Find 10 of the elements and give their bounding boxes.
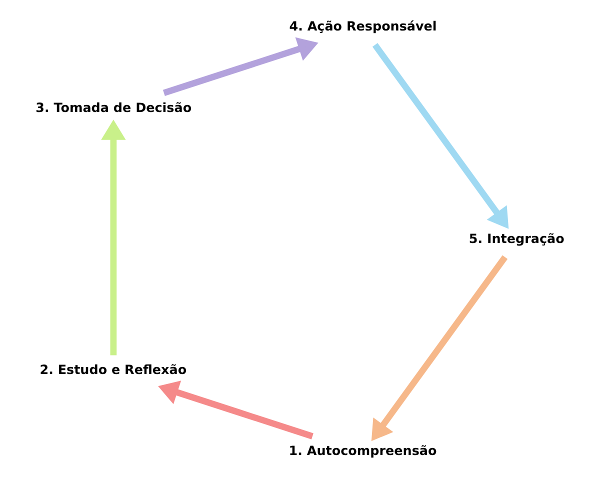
- node-text: 2. Estudo e Reflexão: [39, 363, 186, 378]
- arrow: [372, 43, 508, 229]
- node-text: 1. Autocompreensão: [288, 444, 436, 460]
- node-text: 5. Integração: [468, 232, 564, 247]
- node-text: 4. Ação Responsável: [288, 20, 436, 35]
- arrow: [158, 380, 313, 440]
- arrow: [162, 37, 318, 96]
- arrow: [370, 255, 508, 442]
- node-text: 3. Tomada de Decisão: [35, 100, 192, 116]
- arrow: [100, 120, 126, 356]
